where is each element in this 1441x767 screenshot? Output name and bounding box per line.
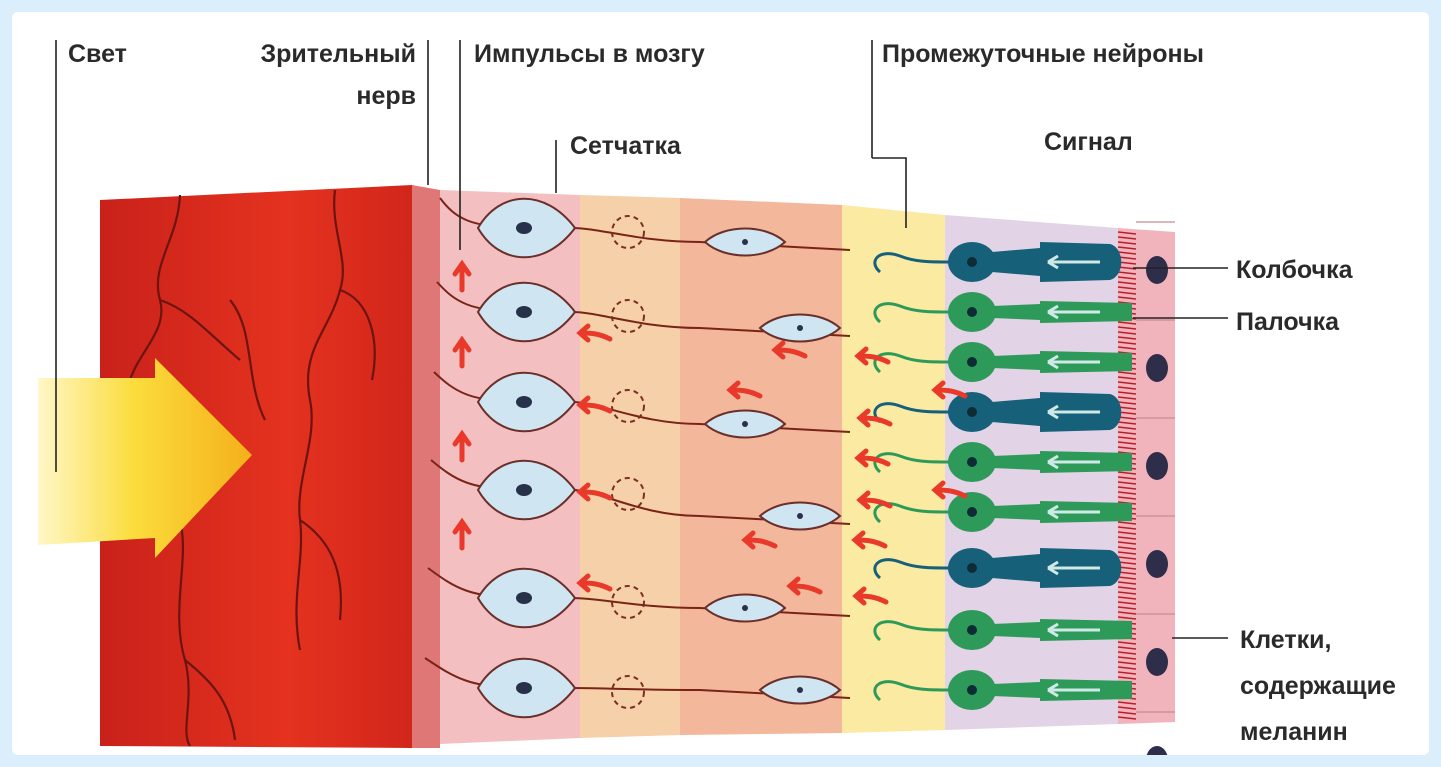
pigment-nucleus bbox=[1146, 648, 1168, 676]
ganglion-nucleus bbox=[516, 222, 532, 234]
bipolar-layer bbox=[580, 195, 680, 738]
bipolar-nucleus bbox=[797, 325, 803, 331]
bipolar-nucleus bbox=[742, 421, 748, 427]
label-melanin-3: меланин bbox=[1240, 718, 1348, 746]
retina-diagram: Свет Зрительный нерв Импульсы в мозгу Се… bbox=[12, 12, 1429, 755]
pigment-nucleus bbox=[1146, 256, 1168, 284]
bipolar-nucleus bbox=[797, 687, 803, 693]
diagram-canvas: Свет Зрительный нерв Импульсы в мозгу Се… bbox=[12, 12, 1429, 755]
bipolar-nucleus bbox=[742, 605, 748, 611]
label-melanin-1: Клетки, bbox=[1240, 626, 1331, 654]
outer-nuclear-layer bbox=[680, 198, 842, 735]
label-impulses: Импульсы в мозгу bbox=[474, 40, 705, 68]
pigment-nucleus bbox=[1146, 550, 1168, 578]
label-cone: Колбочка bbox=[1236, 256, 1354, 284]
ganglion-nucleus bbox=[516, 682, 532, 694]
label-signal: Сигнал bbox=[1044, 128, 1133, 156]
label-optic-nerve-2: нерв bbox=[356, 82, 416, 110]
pigment-nucleus bbox=[1146, 746, 1168, 755]
bipolar-nucleus bbox=[797, 513, 803, 519]
ganglion-nucleus bbox=[516, 484, 532, 496]
eye-wall-edge bbox=[412, 185, 440, 748]
ganglion-nucleus bbox=[516, 306, 532, 318]
pigment-nucleus bbox=[1146, 452, 1168, 480]
pigment-nucleus bbox=[1146, 354, 1168, 382]
ganglion-nucleus bbox=[516, 396, 532, 408]
bipolar-nucleus bbox=[742, 239, 748, 245]
label-interneurons: Промежуточные нейроны bbox=[882, 40, 1204, 68]
ganglion-nucleus bbox=[516, 592, 532, 604]
plexiform-layer bbox=[842, 205, 945, 733]
label-optic-nerve-1: Зрительный bbox=[260, 40, 416, 68]
label-light: Свет bbox=[68, 40, 127, 68]
label-melanin-2: содержащие bbox=[1240, 672, 1396, 700]
label-retina: Сетчатка bbox=[570, 132, 682, 160]
label-rod: Палочка bbox=[1236, 308, 1340, 336]
